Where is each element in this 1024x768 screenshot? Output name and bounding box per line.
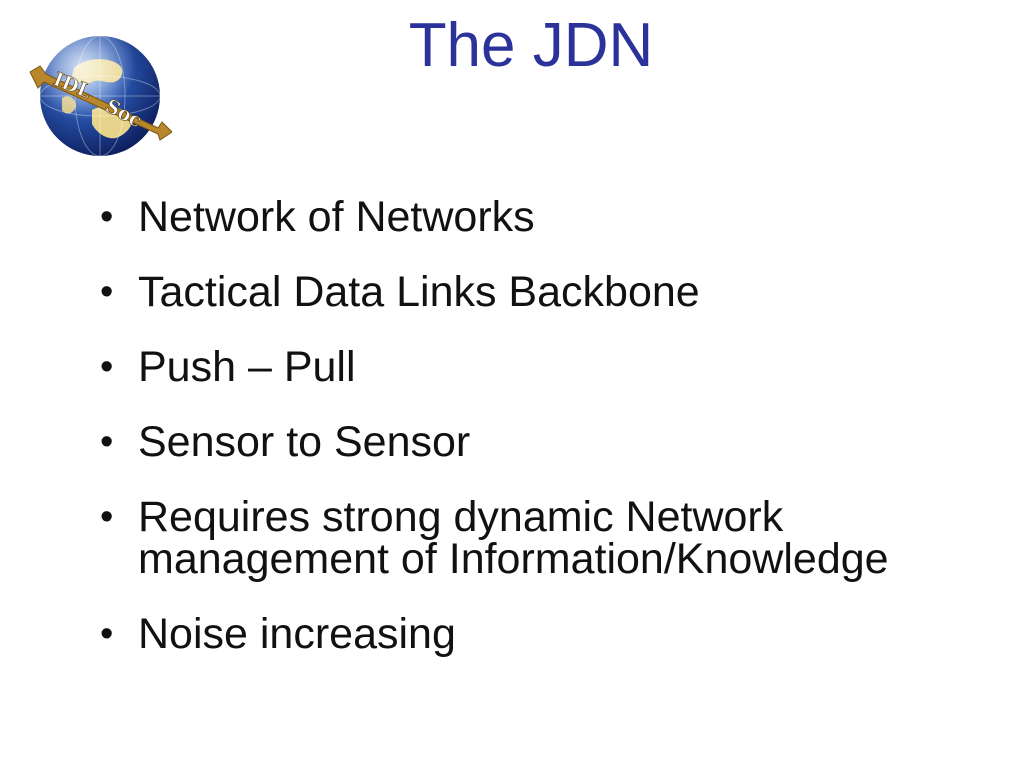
bullet-item: Network of Networks	[98, 196, 978, 239]
slide-title: The JDN	[408, 11, 654, 80]
bullet-item: Noise increasing	[98, 613, 978, 656]
bullet-item: Requires strong dynamic Network manageme…	[98, 496, 918, 581]
bullet-item: Tactical Data Links Backbone	[98, 271, 978, 314]
bullet-item: Sensor to Sensor	[98, 421, 978, 464]
bullet-list: Network of Networks Tactical Data Links …	[98, 196, 978, 688]
bullet-item: Push – Pull	[98, 346, 978, 389]
idl-soc-globe-icon: IDL Soc	[22, 28, 172, 168]
